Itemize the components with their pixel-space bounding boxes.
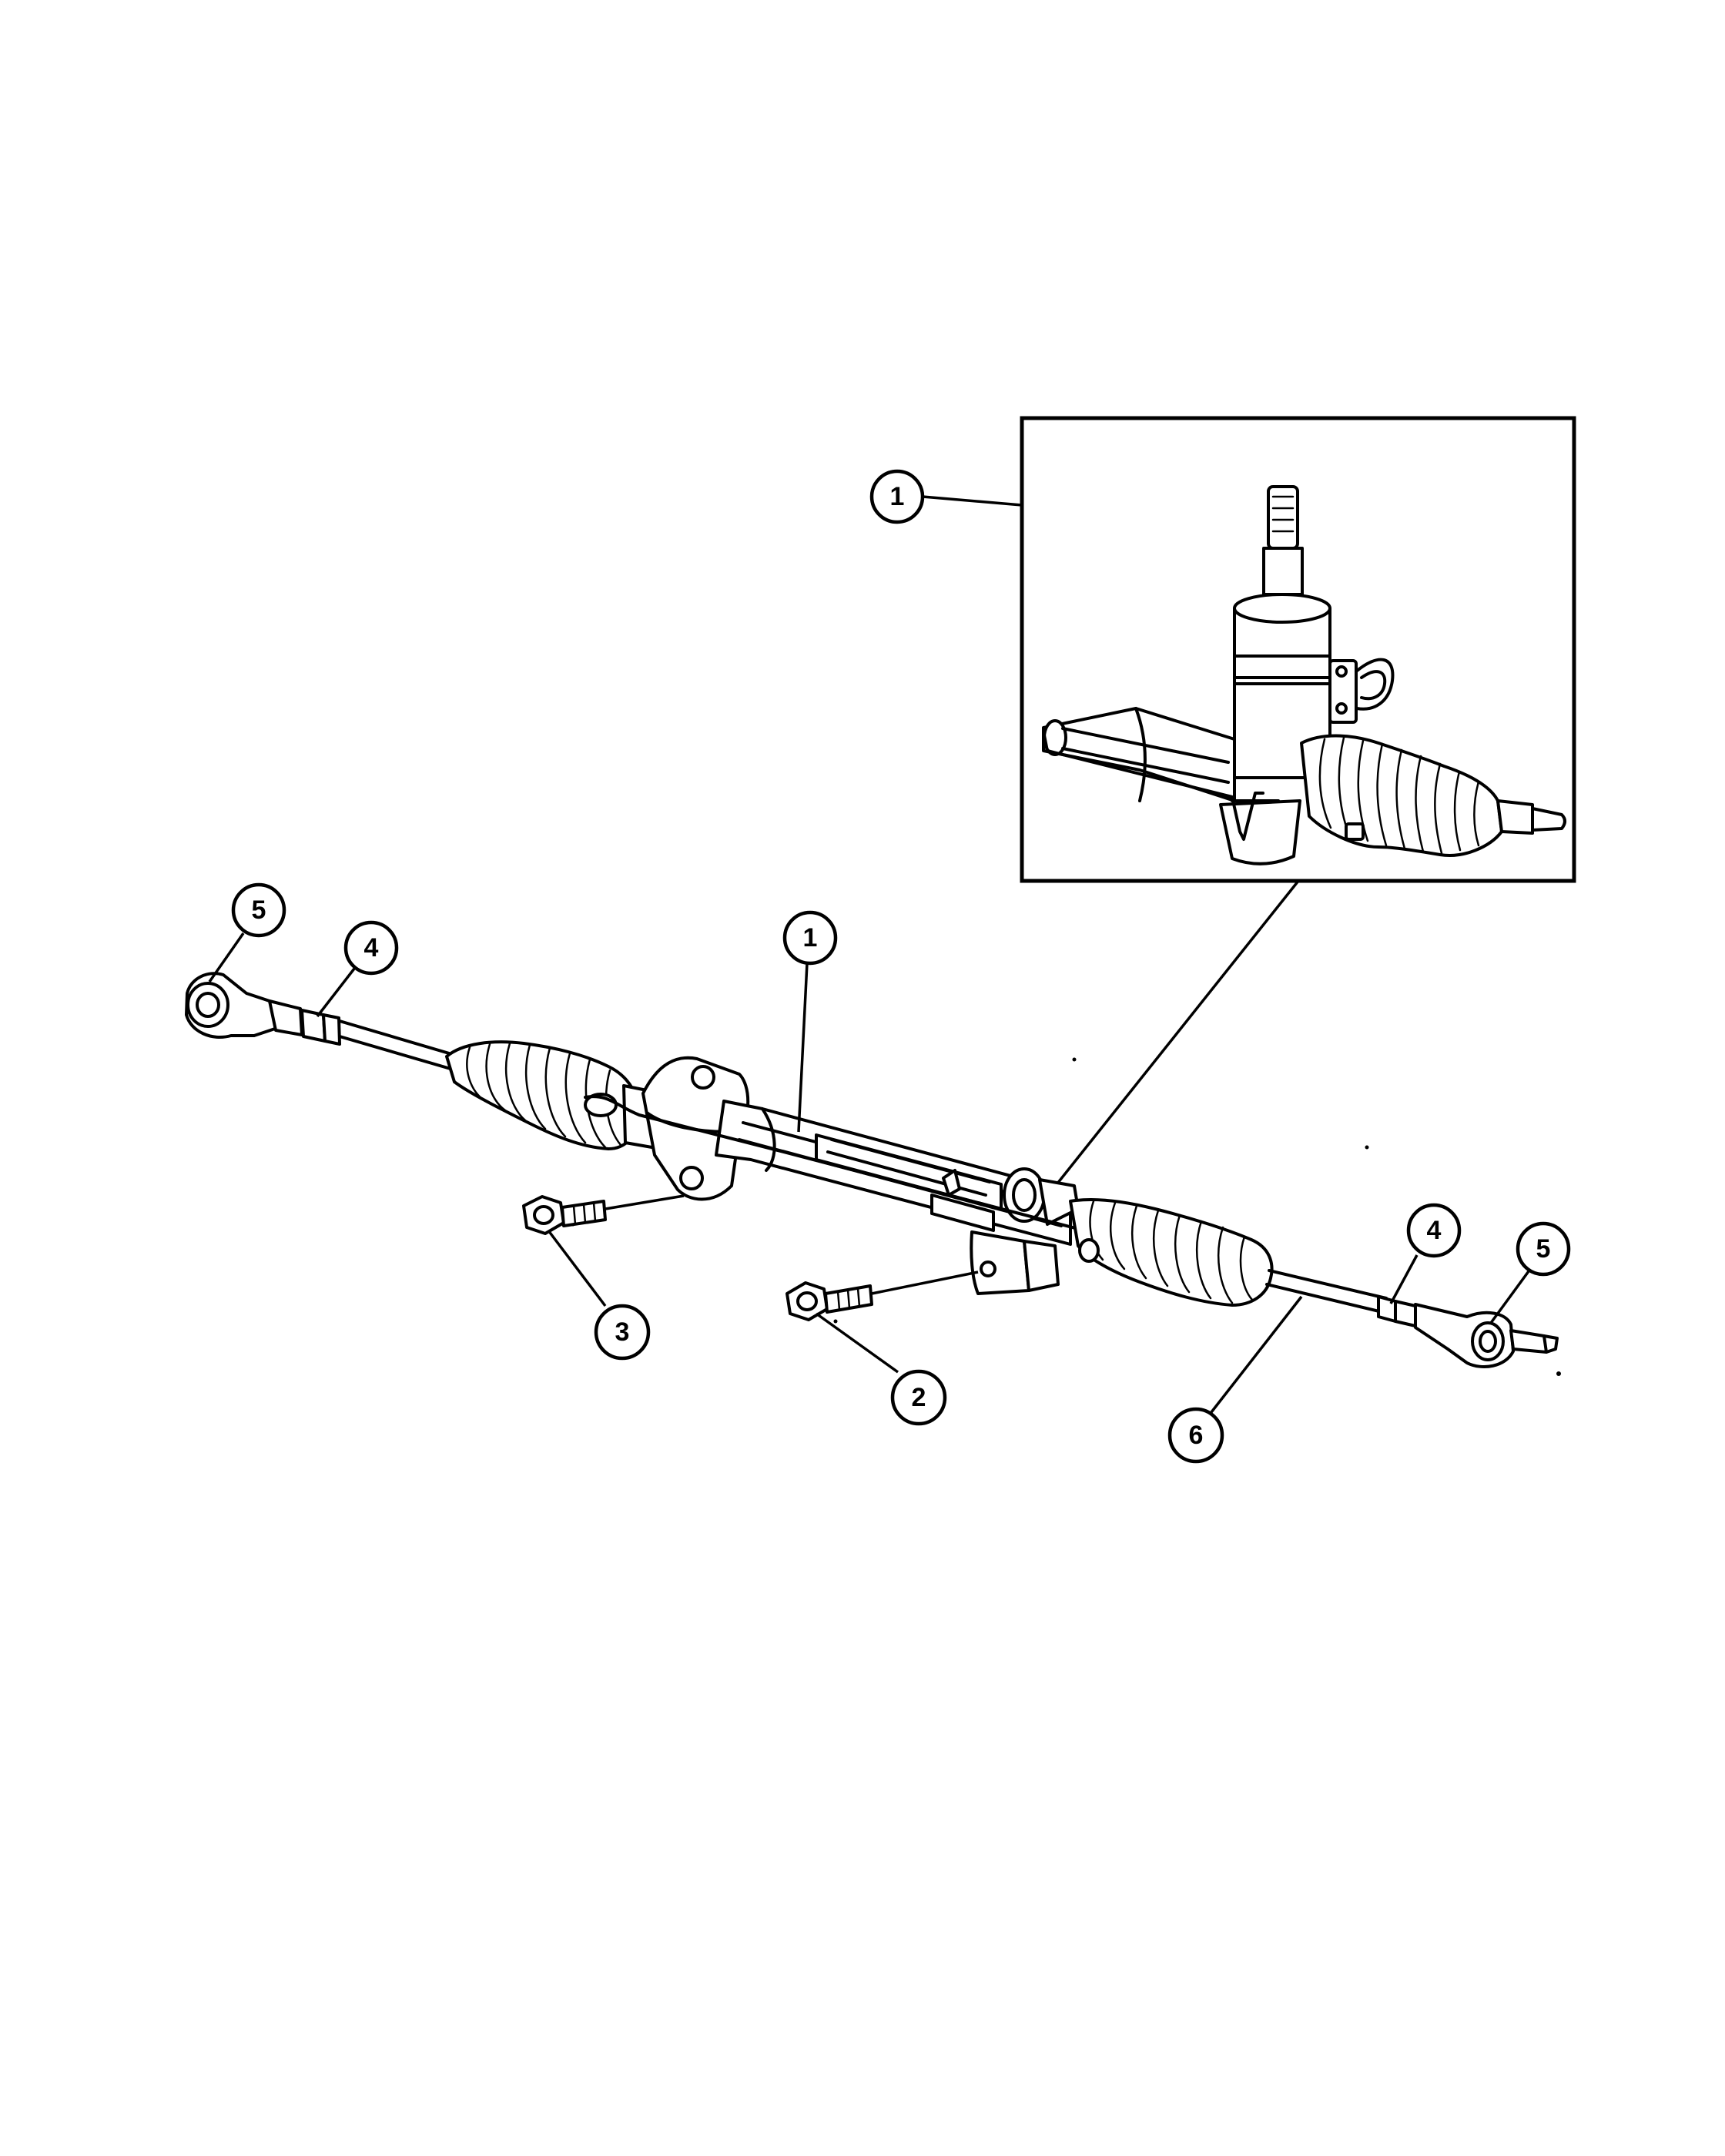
right-jam-nut	[1377, 1295, 1417, 1327]
right-tie-rod	[1265, 1269, 1388, 1314]
callout-left-4: 4	[316, 920, 399, 1018]
callout-6: 6	[1167, 1295, 1303, 1464]
bolt-2	[785, 1270, 979, 1321]
bolt-3	[522, 1194, 685, 1235]
callout-right-5: 5	[1489, 1221, 1571, 1324]
speck	[1556, 1371, 1561, 1376]
callout-inset-1: 1	[869, 469, 1023, 524]
speck	[1365, 1145, 1369, 1150]
right-tie-rod-end	[1414, 1303, 1559, 1368]
left-jam-nut	[300, 1009, 341, 1046]
callout-left-5: 5	[208, 882, 286, 983]
inset-valve-body	[1233, 593, 1395, 779]
callout-left-4-label: 4	[364, 933, 379, 962]
callout-rack-1: 1	[782, 910, 838, 1133]
callout-6-label: 6	[1189, 1421, 1204, 1450]
speck	[833, 1319, 838, 1324]
callout-rack-1-label: 1	[803, 923, 818, 952]
speck	[1072, 1057, 1077, 1062]
inset-fitting	[1345, 822, 1365, 841]
rack-housing-tube	[715, 1100, 1080, 1246]
callout-3: 3	[547, 1229, 651, 1361]
inset-leader-line	[1056, 879, 1300, 1185]
callout-2-label: 2	[912, 1383, 926, 1412]
inset-detail	[1020, 416, 1576, 883]
left-tie-rod-end	[185, 972, 303, 1039]
callout-3-label: 3	[615, 1317, 630, 1347]
inset-pinion-shaft	[1262, 485, 1304, 596]
left-tie-rod	[338, 1019, 456, 1070]
callout-left-5-label: 5	[252, 896, 266, 925]
callout-inset-1-label: 1	[890, 482, 905, 511]
inset-bracket	[1042, 730, 1264, 841]
inset-rack-housing	[1042, 707, 1301, 865]
callout-right-4-label: 4	[1427, 1216, 1442, 1245]
callout-right-5-label: 5	[1536, 1234, 1551, 1264]
steering-rack-assembly	[185, 972, 1561, 1376]
pinion-lower-housing	[970, 1230, 1060, 1295]
callout-2: 2	[815, 1312, 947, 1426]
callout-right-4: 4	[1389, 1203, 1462, 1304]
right-bellows-boot	[1069, 1198, 1274, 1307]
